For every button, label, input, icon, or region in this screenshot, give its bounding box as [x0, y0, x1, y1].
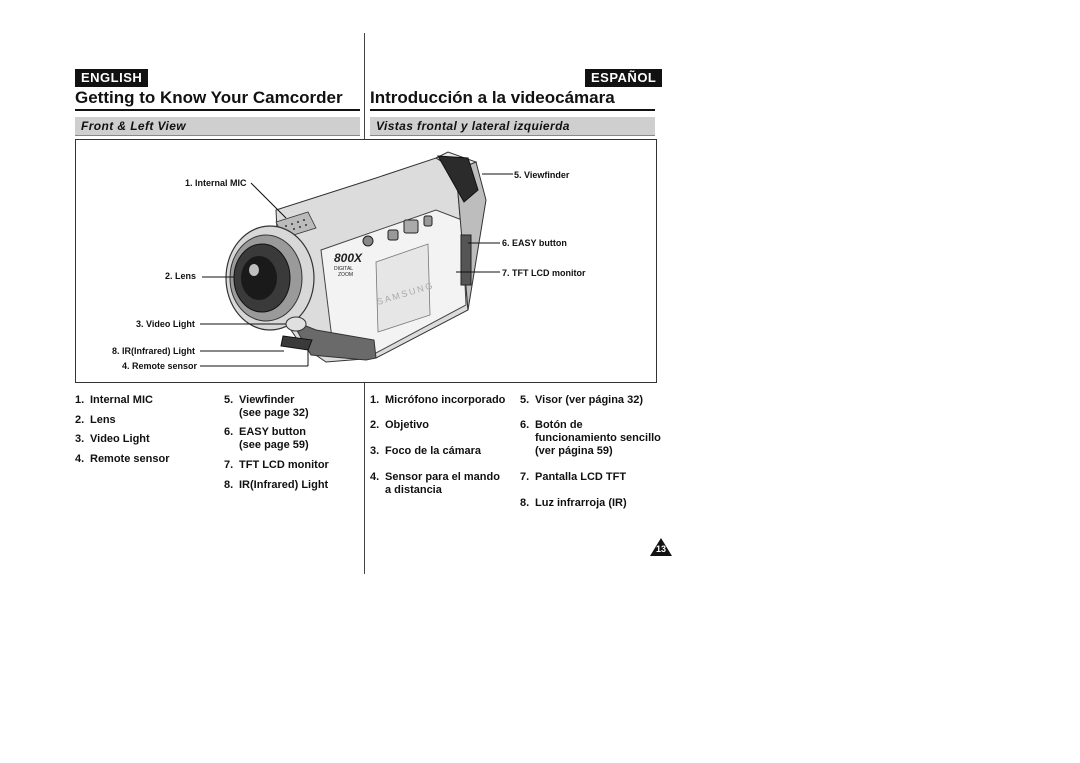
viewfinder-shape [437, 155, 479, 286]
list-item: 4.Remote sensor [75, 453, 170, 465]
english-subtitle: Front & Left View [81, 119, 187, 133]
list-item: 3.Foco de la cámara [370, 445, 481, 457]
page-number-triangle [650, 538, 672, 556]
spanish-title-rule [370, 109, 655, 111]
list-item: 1.Internal MIC [75, 394, 153, 406]
spanish-title: Introducción a la videocámara [370, 88, 615, 107]
english-badge: ENGLISH [75, 69, 149, 87]
english-title: Getting to Know Your Camcorder [75, 88, 343, 107]
zoom-label: 800X [334, 251, 363, 265]
list-item: 8.IR(Infrared) Light [224, 479, 329, 491]
zoom-sub1: DIGITAL [334, 266, 353, 272]
spanish-subtitle-bar: Vistas frontal y lateral izquierda [370, 117, 655, 136]
lens-assembly [225, 225, 315, 331]
list-item: 5.Viewfinder(see page 32) [224, 394, 309, 419]
callout-easy-button: 6. EASY button [502, 238, 567, 248]
english-subtitle-bar: Front & Left View [75, 117, 360, 136]
list-item: 3.Video Light [75, 433, 150, 445]
callout-lines [200, 173, 513, 367]
spanish-badge: ESPAÑOL [585, 69, 663, 87]
camcorder-figure: 800X DIGITAL ZOOM SAMSUNG 1. Internal MI… [75, 139, 657, 383]
callout-lens: 2. Lens [165, 271, 197, 281]
page-number: 13 [655, 544, 666, 554]
callout-internal-mic: 1. Internal MIC [185, 178, 247, 188]
list-item: 6.EASY button(see page 59) [224, 426, 309, 451]
camcorder-illustration: 800X DIGITAL ZOOM SAMSUNG [200, 151, 513, 367]
callout-remote-sensor: 4. Remote sensor [122, 361, 198, 371]
spanish-subtitle: Vistas frontal y lateral izquierda [376, 119, 570, 133]
list-item: 7.Pantalla LCD TFT [520, 471, 627, 483]
list-item: 5.Visor (ver página 32) [520, 394, 644, 406]
list-item: 1.Micrófono incorporado [370, 394, 506, 406]
zoom-sub2: ZOOM [338, 272, 353, 278]
list-item: 7.TFT LCD monitor [224, 459, 329, 471]
callout-ir-light: 8. IR(Infrared) Light [112, 346, 195, 356]
callout-viewfinder: 5. Viewfinder [514, 170, 570, 180]
callout-video-light: 3. Video Light [136, 319, 195, 329]
zoom-emblem: 800X DIGITAL ZOOM [334, 251, 363, 278]
list-item: 2.Objetivo [370, 419, 430, 431]
list-item: 2.Lens [75, 414, 116, 426]
callout-tft-lcd: 7. TFT LCD monitor [502, 268, 586, 278]
list-item: 8.Luz infrarroja (IR) [520, 497, 627, 509]
english-title-rule [75, 109, 360, 111]
control-buttons [362, 215, 433, 247]
